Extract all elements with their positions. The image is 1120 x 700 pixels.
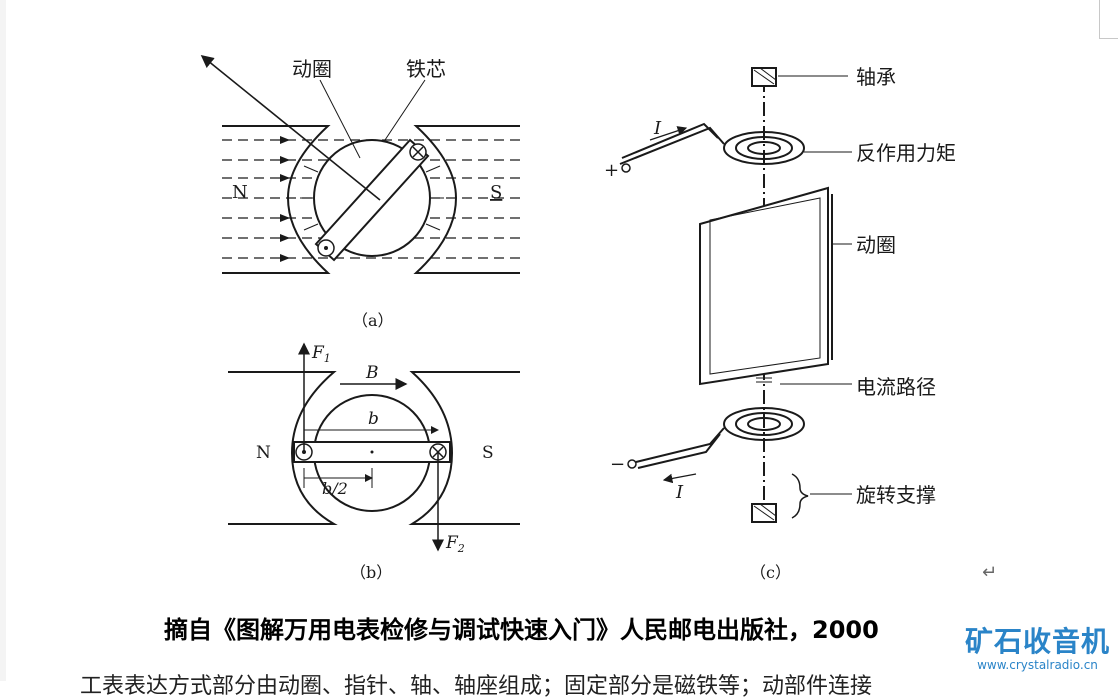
pole-n-b (228, 371, 338, 525)
label-b-field: B (365, 363, 379, 383)
pointer-a (200, 54, 381, 201)
field-arrows-a (280, 136, 290, 262)
label-current-top: I (653, 118, 662, 139)
spring-bottom (635, 407, 805, 469)
leader-coil-a (319, 79, 361, 159)
figure-a: 动圈 铁芯 N S （a） (200, 54, 520, 330)
caption-b: （b） (350, 563, 392, 582)
spring-top (619, 122, 805, 165)
label-f1: F1 (311, 343, 331, 365)
figure-b: F1 B b b/2 N S F2 （b） (228, 342, 520, 582)
source-caption: 摘自《图解万用电表检修与调试快速入门》人民邮电出版社，2000 (164, 616, 879, 644)
label-n-b: N (256, 443, 271, 463)
label-s-a: S (490, 182, 502, 203)
meter-movement-figure: 动圈 铁芯 N S （a） F1 B b b/2 N S (200, 54, 956, 582)
label-f2: F2 (445, 533, 465, 555)
label-coil-a: 动圈 (292, 57, 332, 81)
watermark-url: www.crystalradio.cn (977, 658, 1098, 672)
moving-coil-a (314, 138, 430, 262)
pole-s-a (413, 125, 520, 274)
paragraph-return-mark: ↵ (982, 562, 998, 583)
label-n-a: N (232, 182, 248, 203)
label-bearing: 轴承 (856, 65, 896, 89)
body-text-line: 工表表达方式部分由动圈、指针、轴、轴座组成；固定部分是磁铁等；动部件连接 (80, 674, 873, 699)
label-support: 旋转支撑 (856, 483, 936, 507)
caption-a: （a） (352, 311, 394, 330)
bearing-bottom (751, 503, 777, 523)
current-path-ticks (756, 377, 772, 383)
watermark-title: 矿石收音机 (964, 625, 1110, 658)
support-brace (791, 473, 809, 519)
site-watermark: 矿石收音机 www.crystalradio.cn (965, 620, 1110, 672)
label-minus: − (610, 454, 625, 475)
radial-lines-a (300, 165, 444, 231)
leader-core-a (384, 79, 426, 141)
page-corner-mark (1099, 0, 1118, 39)
label-core-a: 铁芯 (406, 57, 446, 81)
label-half-b: b/2 (322, 479, 348, 498)
page-margin (0, 0, 6, 681)
pole-s-b (408, 371, 520, 525)
label-b-width: b (368, 409, 379, 429)
label-s-b: S (482, 443, 494, 463)
moving-coil-c (699, 186, 833, 386)
label-spring: 反作用力矩 (856, 141, 956, 165)
caption-c: （c） (750, 563, 791, 582)
label-coil-c: 动圈 (856, 233, 896, 257)
label-current-path: 电流路径 (856, 375, 936, 399)
label-current-bottom: I (675, 482, 684, 503)
bearing-top (751, 67, 777, 87)
label-plus: + (604, 160, 619, 181)
figure-c: 轴承 I + 反作用力矩 动圈 电流路径 (604, 65, 956, 582)
